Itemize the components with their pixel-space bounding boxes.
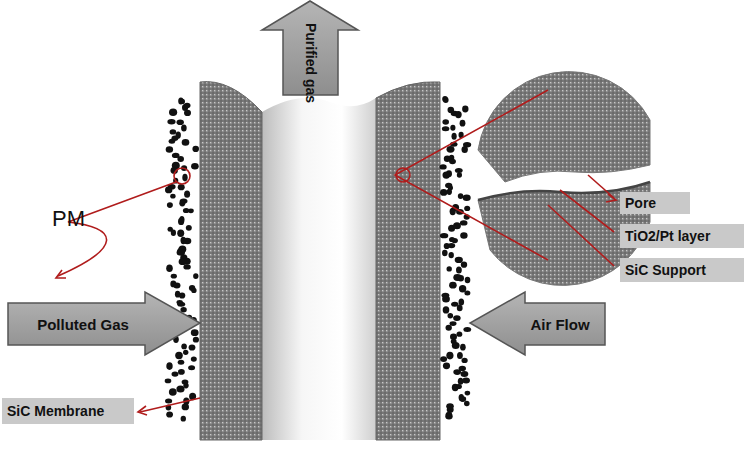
air-flow-arrow (470, 292, 605, 355)
node-text: Pore (625, 195, 656, 211)
node-text: Air Flow (530, 316, 589, 333)
particles (165, 96, 472, 422)
node-text: TiO2/Pt layer (625, 228, 710, 244)
tube-bore (262, 98, 376, 440)
purified-gas-arrow-label: Purified gas (283, 30, 338, 95)
leader-lines (56, 168, 616, 415)
zoom-line (395, 90, 548, 260)
node-text: SiC Support (625, 262, 706, 278)
node-text: Polluted Gas (37, 316, 129, 333)
layer-tag: TiO2/Pt layer (620, 224, 744, 248)
membrane-tag: SiC Membrane (2, 398, 134, 424)
pore-tag: Pore (620, 192, 690, 214)
air-flow-arrow-label: Air Flow (515, 303, 605, 345)
callout-label: PM (52, 206, 85, 232)
left-wall (200, 82, 262, 440)
right-wall (376, 82, 440, 440)
node-text: SiC Membrane (7, 403, 104, 419)
node-text: Purified gas (303, 22, 319, 102)
magnified-section (478, 72, 650, 286)
polluted-gas-arrow (8, 292, 200, 355)
polluted-gas-arrow-label: Polluted Gas (8, 303, 158, 345)
support-tag: SiC Support (620, 258, 744, 282)
